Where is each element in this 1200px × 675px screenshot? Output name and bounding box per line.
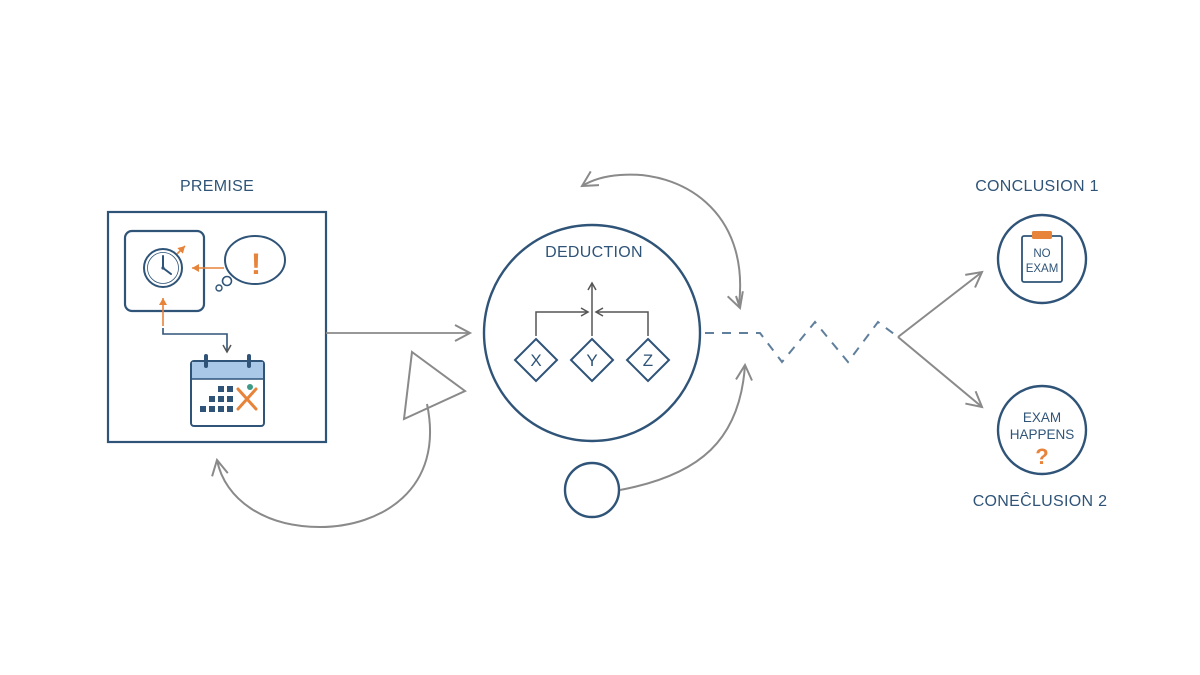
dashed-zigzag-line (705, 320, 899, 364)
clock-to-calendar-connector (162, 328, 232, 354)
start-node-circle (563, 461, 621, 519)
top-arc-arrowhead (726, 291, 744, 311)
node-x-label: X (530, 351, 541, 370)
question-mark: ? (1035, 444, 1048, 469)
z-branch-connector (594, 307, 649, 336)
node-x: X (513, 337, 559, 383)
bottom-arc-arrow (619, 362, 753, 491)
node-z-label: Z (643, 351, 653, 370)
node-y: Y (569, 337, 615, 383)
conclusion2-line1: EXAM (1023, 410, 1061, 425)
x-branch-connector (535, 307, 590, 336)
top-arc-arrow (580, 170, 742, 306)
thought-bubble-icon (215, 235, 286, 292)
fork-arrow-down (897, 336, 984, 409)
exclamation-mark: ! (251, 248, 261, 281)
conclusion1-label: CONCLUSION 1 (975, 178, 1099, 195)
conclusion2-label: CONEĈLUSION 2 (973, 491, 1108, 510)
node-y-label: Y (586, 351, 597, 370)
conclusion1-line2: EXAM (1026, 263, 1059, 275)
deduction-label: DEDUCTION (545, 244, 643, 261)
conclusion1-line1: NO (1033, 248, 1050, 260)
node-z: Z (625, 337, 671, 383)
fork-arrow-up (897, 270, 984, 338)
conclusion2-circle (996, 384, 1088, 476)
feedback-loop-arrow (211, 403, 431, 529)
conclusion2-line2: HAPPENS (1010, 427, 1075, 442)
premise-label: PREMISE (180, 178, 254, 195)
triangle-shape (402, 350, 467, 421)
calendar-icon (190, 354, 265, 427)
clock-icon (123, 229, 206, 313)
clipboard-icon (1021, 231, 1063, 283)
